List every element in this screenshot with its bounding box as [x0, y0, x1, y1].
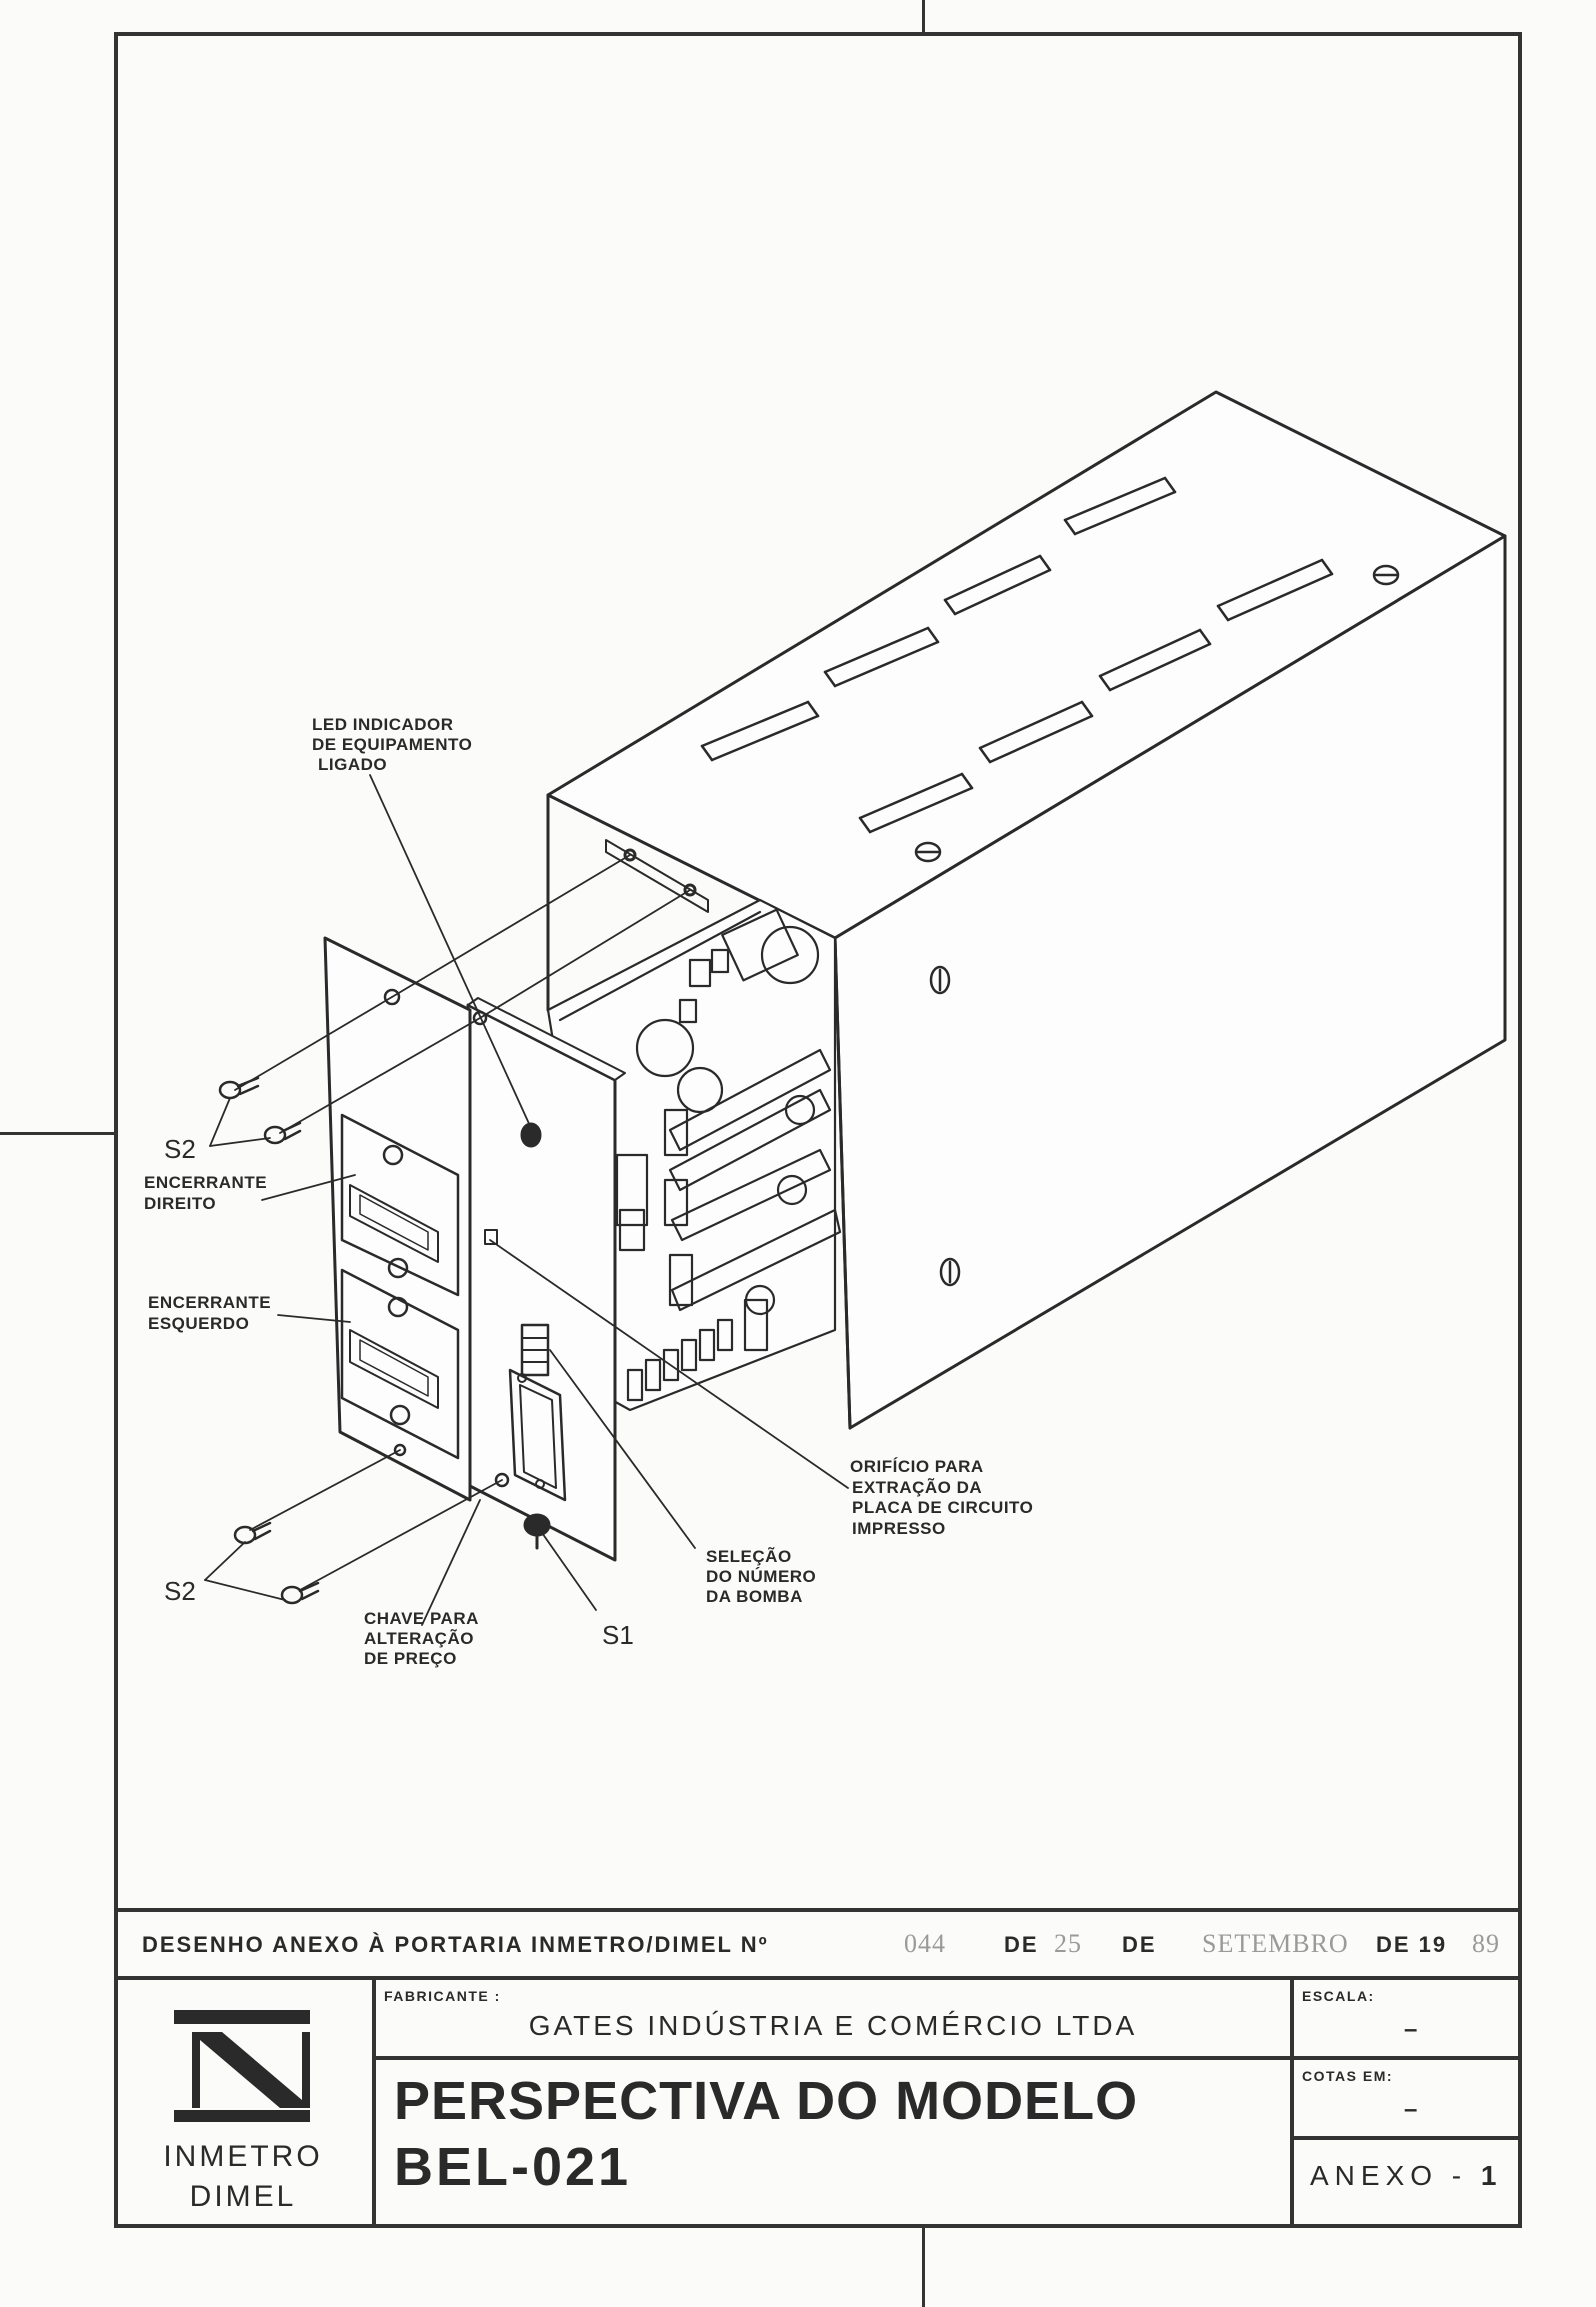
annex-label: ANEXO - 1 [1310, 2160, 1499, 2192]
callout-encerrante-esquerdo: ENCERRANTE ESQUERDO [148, 1293, 271, 1333]
label-s2-bottom: S2 [164, 1576, 196, 1606]
callout-encerrante-direito: ENCERRANTE DIREITO [144, 1173, 267, 1213]
label-selecao-line-2: DO NÚMERO [706, 1567, 816, 1586]
cut-mark-bottom [922, 2228, 925, 2307]
label-s2-top: S2 [164, 1134, 196, 1164]
label-orificio-line-2: EXTRAÇÃO DA [852, 1477, 982, 1497]
annex-number: 1 [1480, 2160, 1499, 2191]
ordinance-day: 25 [1054, 1929, 1082, 1958]
cut-mark-left [0, 1132, 114, 1135]
callout-selecao: SELEÇÃO DO NÚMERO DA BOMBA [706, 1546, 816, 1606]
label-enc-esquerdo-line-2: ESQUERDO [148, 1314, 249, 1333]
label-enc-direito-line-1: ENCERRANTE [144, 1173, 267, 1192]
callout-led: LED INDICADOR DE EQUIPAMENTO LIGADO [312, 715, 472, 774]
ordinance-de-3: DE 19 [1376, 1932, 1448, 1957]
circuit-board [546, 898, 842, 1412]
label-led-line-2: DE EQUIPAMENTO [312, 735, 472, 754]
housing-box [546, 390, 1507, 1430]
technical-drawing: LED INDICADOR DE EQUIPAMENTO LIGADO S2 E… [144, 390, 1507, 1668]
ordinance-month: SETEMBRO [1202, 1929, 1349, 1958]
logo-cell: INMETRO DIMEL [114, 1980, 376, 2228]
title-block: INMETRO DIMEL FABRICANTE : GATES INDÚSTR… [114, 1980, 1522, 2228]
label-enc-esquerdo-line-1: ENCERRANTE [148, 1293, 271, 1312]
scale-label: ESCALA: [1302, 1988, 1375, 2004]
manufacturer-label: FABRICANTE : [384, 1988, 501, 2004]
housing-screws [914, 564, 1400, 1287]
label-chave-line-3: DE PREÇO [364, 1649, 457, 1668]
label-enc-direito-line-2: DIREITO [144, 1194, 216, 1213]
ordinance-strip: DESENHO ANEXO À PORTARIA INMETRO/DIMEL N… [114, 1908, 1522, 1980]
ordinance-de-2: DE [1122, 1932, 1157, 1957]
scale-value: – [1404, 2016, 1418, 2043]
drawing-title-model: BEL-021 [394, 2137, 632, 2197]
display-panel [323, 936, 472, 1502]
manufacturer-cell: FABRICANTE : GATES INDÚSTRIA E COMÉRCIO … [376, 1980, 1290, 2060]
assembly-lines [234, 854, 691, 1591]
callout-chave: CHAVE PARA ALTERAÇÃO DE PREÇO [364, 1609, 479, 1668]
leader-lines [204, 774, 849, 1626]
label-led-line-3: LIGADO [318, 755, 387, 774]
label-selecao-line-1: SELEÇÃO [706, 1546, 792, 1566]
drawing-title-cell: PERSPECTIVA DO MODELO BEL-021 [376, 2060, 1290, 2228]
screws-s2 [218, 1076, 320, 1605]
logo-text-inmetro: INMETRO [163, 2140, 323, 2173]
label-led-line-1: LED INDICADOR [312, 715, 454, 734]
top-vents [700, 476, 1334, 834]
logo-text-dimel: DIMEL [189, 2180, 297, 2213]
label-orificio-line-4: IMPRESSO [852, 1519, 946, 1538]
scale-column: ESCALA: – COTAS EM: – ANEXO - 1 [1290, 1980, 1522, 2228]
label-orificio-line-1: ORIFÍCIO PARA [850, 1457, 984, 1476]
inmetro-logo [174, 2010, 310, 2122]
ordinance-de-1: DE [1004, 1932, 1039, 1957]
scale-cell: ESCALA: – [1294, 1980, 1522, 2060]
label-chave-line-1: CHAVE PARA [364, 1609, 479, 1628]
label-chave-line-2: ALTERAÇÃO [364, 1628, 474, 1648]
label-selecao-line-3: DA BOMBA [706, 1587, 803, 1606]
ordinance-prefix: DESENHO ANEXO À PORTARIA INMETRO/DIMEL N… [142, 1932, 769, 1957]
manufacturer-name: GATES INDÚSTRIA E COMÉRCIO LTDA [528, 2010, 1138, 2041]
ordinance-year: 89 [1472, 1929, 1500, 1958]
ordinance-number: 044 [904, 1929, 946, 1958]
callout-orificio: ORIFÍCIO PARA EXTRAÇÃO DA PLACA DE CIRCU… [850, 1457, 1033, 1538]
units-value: – [1404, 2096, 1418, 2123]
annex-prefix: ANEXO - [1310, 2160, 1468, 2191]
units-label: COTAS EM: [1302, 2068, 1394, 2084]
cut-mark-top [922, 0, 925, 32]
label-orificio-line-3: PLACA DE CIRCUITO [852, 1498, 1033, 1517]
units-cell: COTAS EM: – [1294, 2060, 1522, 2140]
drawing-frame [114, 32, 1522, 2228]
drawing-title-line-1: PERSPECTIVA DO MODELO [394, 2071, 1139, 2131]
label-s1: S1 [602, 1620, 634, 1650]
